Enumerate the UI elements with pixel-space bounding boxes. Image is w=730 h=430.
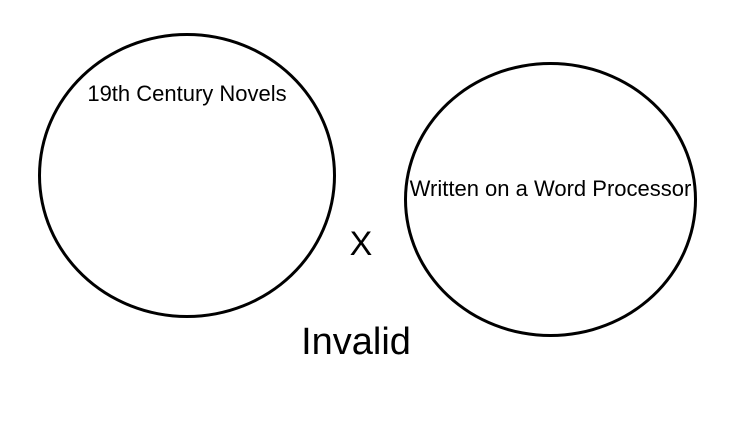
left-circle (38, 33, 336, 318)
disjoint-x-marker: X (349, 225, 373, 263)
right-circle (404, 62, 697, 337)
left-circle-label: 19th Century Novels (87, 81, 287, 106)
right-circle-label: Written on a Word Processor (409, 176, 692, 201)
invalid-caption: Invalid (301, 321, 411, 363)
